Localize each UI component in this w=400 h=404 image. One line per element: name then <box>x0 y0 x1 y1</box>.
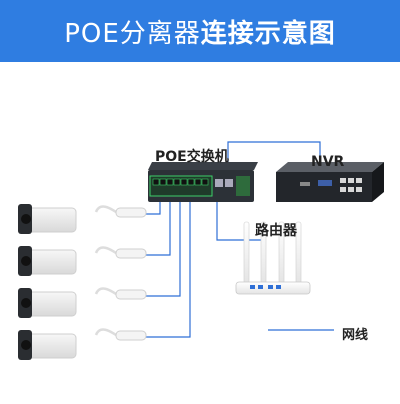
cable-legend-label: 网线 <box>342 328 369 343</box>
connection-diagram: POE交换机 NVR 路由器 网线 <box>0 62 400 400</box>
nvr-device <box>276 162 384 202</box>
splitter-2 <box>94 246 147 259</box>
cable-splitter-2 <box>146 202 171 256</box>
router-label: 路由器 <box>255 223 297 239</box>
poe-switch-label: POE交换机 <box>155 149 229 165</box>
diagram-canvas <box>18 141 384 360</box>
router-device <box>235 221 311 295</box>
cable-lines <box>146 141 334 338</box>
title-bold: 连接示意图 <box>200 18 336 49</box>
splitter-1 <box>94 205 147 218</box>
splitter-3 <box>94 287 147 300</box>
camera-3 <box>18 288 77 318</box>
cable-splitter-1 <box>146 202 161 215</box>
switch-ports <box>152 178 209 186</box>
nvr-label: NVR <box>311 154 345 170</box>
poe-switch <box>148 162 258 202</box>
splitter-4 <box>94 328 147 341</box>
title-banner: POE分离器 连接示意图 <box>0 0 400 62</box>
cable-splitter-3 <box>146 202 181 297</box>
title-plain: POE分离器 <box>64 18 201 49</box>
cable-switch-router <box>216 202 263 280</box>
camera-4 <box>18 330 77 360</box>
camera-2 <box>18 246 77 276</box>
cable-splitter-4 <box>146 202 191 338</box>
camera-1 <box>18 204 77 234</box>
cable-switch-nvr <box>227 141 321 166</box>
